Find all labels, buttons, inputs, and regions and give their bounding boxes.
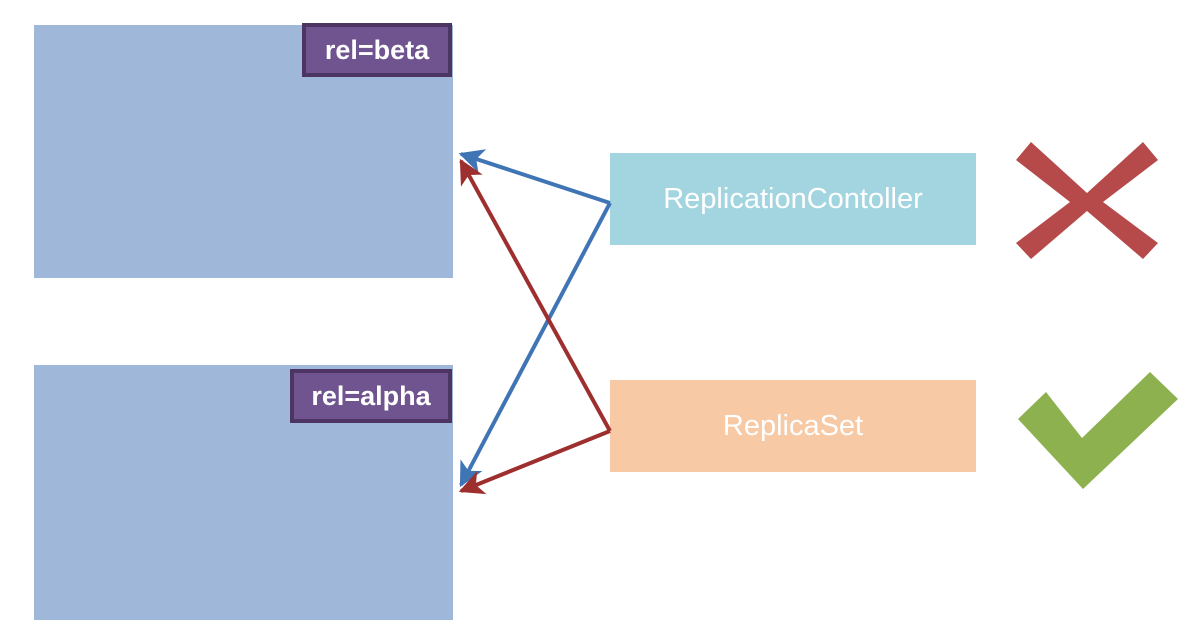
check-icon <box>1018 372 1178 489</box>
pod1-label-tag: rel=beta <box>302 23 452 77</box>
replicaset-box: ReplicaSet <box>610 380 976 472</box>
cross-icon <box>1016 142 1158 259</box>
replication-controller-box: ReplicationContoller <box>610 153 976 245</box>
pod2-label-tag: rel=alpha <box>290 369 452 423</box>
